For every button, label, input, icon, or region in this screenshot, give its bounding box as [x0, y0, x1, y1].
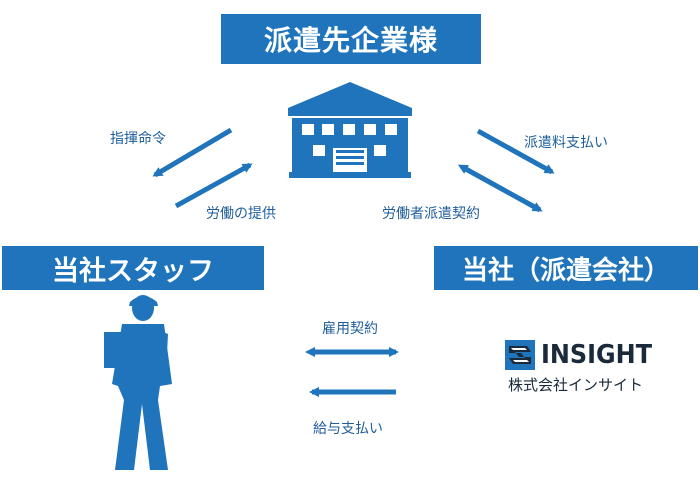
staff-box: 当社スタッフ	[2, 246, 264, 290]
insight-logo: INSIGHT	[505, 340, 662, 370]
client-company-label: 派遣先企業様	[263, 24, 438, 57]
labor-provision-arrow	[174, 162, 253, 209]
logo-subtitle: 株式会社インサイト	[508, 376, 644, 394]
worker-icon	[104, 295, 172, 470]
dispatch-fee-label: 派遣料支払い	[524, 135, 608, 151]
dispatch-contract-label: 労働者派遣契約	[382, 206, 480, 222]
client-company-box: 派遣先企業様	[221, 14, 481, 64]
labor-provision-label: 労働の提供	[206, 206, 276, 222]
instruction-label: 指揮命令	[110, 131, 166, 147]
logo-name: INSIGHT	[541, 340, 653, 370]
instruction-arrow	[152, 127, 233, 178]
employment-contract-label: 雇用契約	[322, 321, 378, 337]
building-icon	[288, 82, 412, 178]
dispatch-contract-arrow	[457, 164, 543, 213]
staff-label: 当社スタッフ	[52, 255, 214, 287]
salary-payment-label: 給与支払い	[313, 421, 383, 437]
dispatch-company-label: 当社（派遣会社）	[461, 255, 670, 286]
insight-logo-icon	[505, 340, 535, 370]
dispatch-company-box: 当社（派遣会社）	[434, 246, 698, 290]
